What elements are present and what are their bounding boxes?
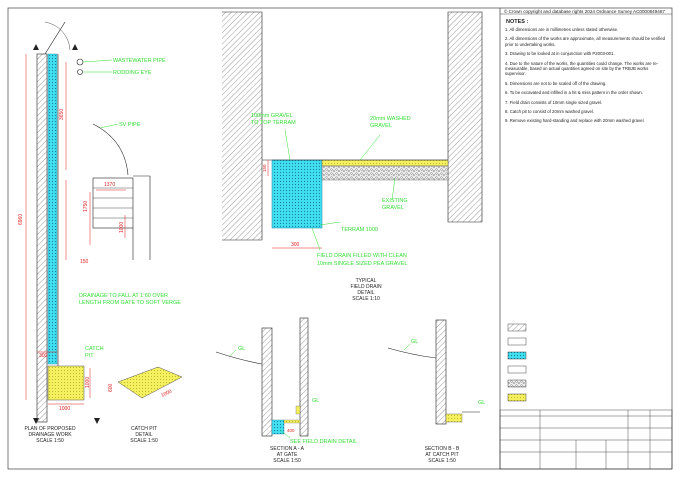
plan-scale: SCALE 1:50 — [36, 438, 64, 444]
section-b-wall — [435, 319, 447, 425]
label-drainage-fall-1: DRAINAGE TO FALL AT 1:60 OVER — [79, 293, 168, 299]
note-8: 8. Catch pit to consist of 20mm washed g… — [505, 109, 595, 115]
section-b-b: GL GL SECTION B - B AT CATCH PIT SCALE 1… — [387, 319, 485, 464]
dim-150: 150 — [80, 259, 89, 265]
field-drain-dim-300: 300 — [291, 242, 300, 248]
section-b-title-2: AT CATCH PIT — [425, 452, 458, 458]
catch-pit-dim-600: 600 — [108, 383, 114, 392]
legend-swatch-plain — [507, 337, 527, 346]
note-6: 6. To be excavated and infilled in a hit… — [505, 90, 643, 96]
section-a-gl-left: GL — [238, 346, 245, 352]
dim-1000-catchpit: 1000 — [85, 377, 91, 388]
catch-pit-dim-1000: 1000 — [160, 389, 173, 399]
field-drain-wall-left — [222, 11, 263, 241]
plan-wall — [36, 53, 48, 423]
catch-pit-title: CATCH PIT — [131, 426, 157, 432]
section-a-a: GL GL 400 SEE FIELD DRAIN DETAIL SECTION… — [215, 317, 357, 464]
legend — [507, 323, 527, 402]
label-100mm-gravel: 100mm GRAVEL — [251, 113, 293, 119]
legend-swatch-2 — [507, 365, 527, 374]
sheet-border — [7, 7, 673, 470]
section-a-gl-right: GL — [312, 398, 319, 404]
plan-path-curve — [92, 123, 129, 176]
section-b-catch-pit — [445, 413, 463, 423]
section-a-wall — [261, 327, 273, 437]
catch-pit-isometric — [117, 366, 183, 399]
legend-swatch-field-drain — [507, 351, 527, 360]
section-b-gl-left: GL — [411, 339, 418, 345]
section-b-scale: SCALE 1:50 — [428, 458, 456, 464]
legend-swatch-hatch — [507, 323, 527, 332]
title-block — [499, 409, 673, 470]
label-existing: EXISTING — [382, 198, 408, 204]
notes-heading: NOTES : — [506, 19, 528, 25]
legend-swatch-gravel — [507, 379, 527, 388]
dim-6960: 6960 — [18, 214, 24, 225]
washed-gravel-layer — [321, 159, 449, 167]
dim-1000-vertical: 1000 — [119, 222, 125, 233]
dim-1000-bottom: 1000 — [59, 406, 70, 412]
label-field-drain-filled: FIELD DRAIN FILLED WITH CLEAN — [317, 253, 407, 259]
dim-1750: 1750 — [83, 201, 89, 212]
note-7: 7. Field drain consists of 10mm single s… — [505, 99, 603, 105]
catch-pit-title-2: DETAIL — [135, 432, 152, 438]
field-drain-title-2: FIELD DRAIN — [350, 284, 382, 290]
label-catch: CATCH — [85, 346, 104, 352]
label-pit: PIT — [85, 353, 94, 359]
section-a-dim-400: 400 — [287, 428, 295, 433]
dim-300: 300 — [39, 353, 48, 359]
label-rodding-eye: RODDING EYE — [113, 70, 152, 76]
field-drain-trench — [271, 159, 323, 229]
notes-panel: © Crown copyright and database rights 20… — [499, 8, 673, 470]
note-9: 9. Remove existing hard-standing and rep… — [505, 118, 645, 124]
plan-title: PLAN OF PROPOSED — [24, 426, 76, 432]
label-sv-pipe: SV PIPE — [119, 122, 141, 128]
field-drain-title-3: DETAIL — [357, 290, 374, 296]
field-drain-dim-150: 150 — [262, 164, 267, 172]
note-2: 2. All dimensions of the works are appro… — [505, 36, 666, 47]
plan-steps — [92, 177, 134, 229]
field-drain-wall-right — [447, 11, 483, 223]
section-a-title-2: AT GATE — [277, 452, 298, 458]
field-drain-scale: SCALE 1:10 — [352, 296, 380, 302]
field-drain-detail: 300 150 100mm GRAVEL TO TOP TERRAM 20mm … — [222, 11, 483, 302]
label-wastewater-pipe: WASTEWATER PIPE — [113, 58, 166, 64]
field-drain-title: TYPICAL — [356, 278, 377, 284]
rodding-eye-symbol — [76, 58, 84, 66]
label-gravel: GRAVEL — [370, 123, 392, 129]
existing-gravel-layer — [321, 165, 449, 181]
copyright-line: © Crown copyright and database rights 20… — [504, 8, 665, 14]
catch-pit-detail: 600 1000 CATCH PIT DETAIL SCALE 1:50 — [108, 366, 183, 444]
label-to-top-terram: TO TOP TERRAM — [251, 120, 296, 126]
catch-pit-scale: SCALE 1:50 — [130, 438, 158, 444]
plan-catch-pit — [47, 365, 85, 401]
label-pea-gravel: 10mm SINGLE SIZED PEA GRAVEL — [317, 261, 407, 267]
plan-field-drain — [47, 53, 58, 365]
plan-title-2: DRAINAGE WORK — [28, 432, 72, 438]
note-3: 3. Drawing to be looked at in conjunctio… — [505, 51, 615, 57]
dim-1370: 1370 — [104, 182, 115, 188]
section-a-title: SECTION A - A — [270, 446, 305, 452]
note-4: 4. Due to the nature of the works, the q… — [505, 60, 659, 77]
label-drainage-fall-2: LENGTH FROM GATE TO SOFT VERGE — [79, 300, 181, 306]
label-20mm-washed: 20mm WASHED — [370, 116, 411, 122]
label-existing-gravel: GRAVEL — [382, 205, 404, 211]
note-5: 5. Dimensions are not to be scaled off o… — [505, 80, 607, 86]
note-1: 1. All dimensions are in millimetres unl… — [505, 27, 619, 32]
section-b-gl-right: GL — [478, 400, 485, 406]
legend-swatch-washed-gravel — [507, 393, 527, 402]
section-a-scale: SCALE 1:50 — [273, 458, 301, 464]
dim-3650: 3650 — [59, 109, 65, 120]
section-b-title: SECTION B - B — [425, 446, 460, 452]
label-terram-1000: TERRAM 1000 — [341, 227, 378, 233]
label-see-field-drain-detail: SEE FIELD DRAIN DETAIL — [290, 439, 357, 445]
notes-list: 1. All dimensions are in millimetres unl… — [505, 27, 667, 124]
plan-gate-swing — [44, 21, 71, 51]
plan-gate — [44, 21, 66, 55]
plan-view: 6960 3650 1370 1750 1000 150 300 1000 10… — [18, 21, 181, 444]
